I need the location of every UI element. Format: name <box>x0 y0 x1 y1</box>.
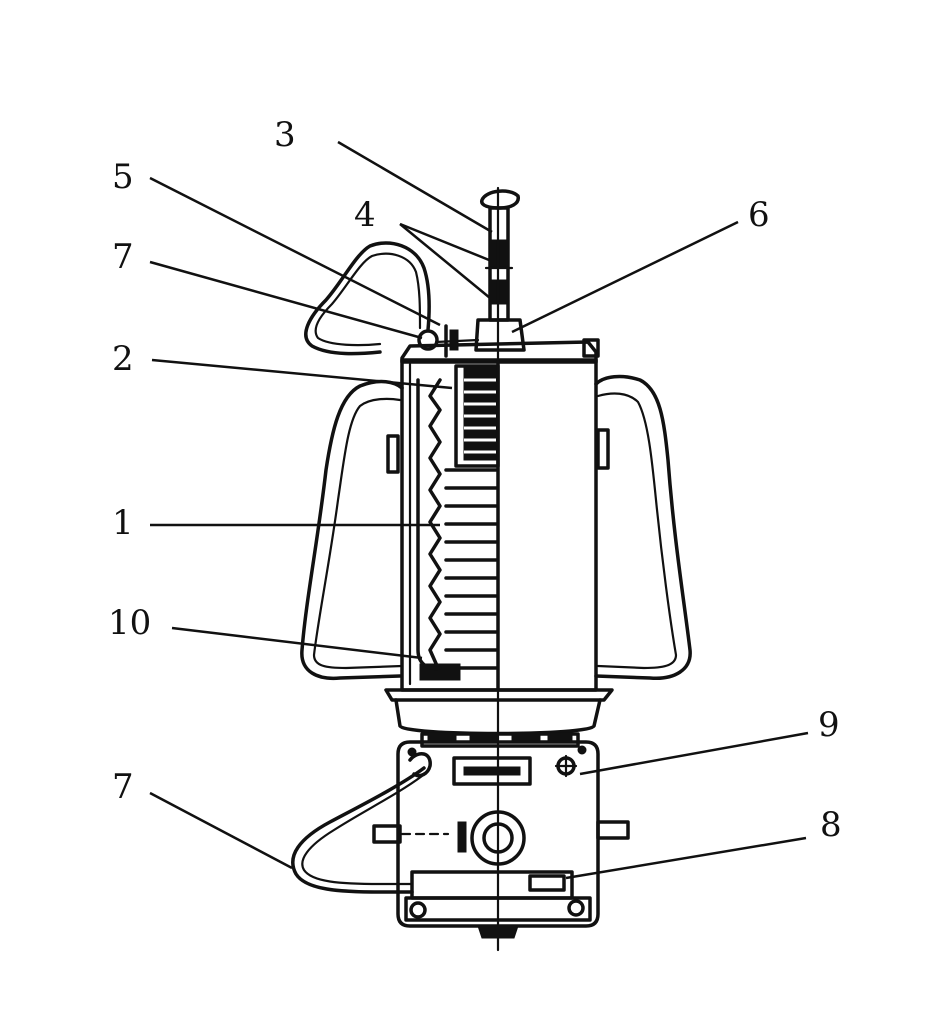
bellows <box>416 378 498 681</box>
left-strap-inner <box>312 397 404 670</box>
left-strap <box>300 379 404 681</box>
label-7-bottom: 7 <box>112 767 134 807</box>
leader-10 <box>171 626 423 660</box>
round-gauge <box>470 810 526 866</box>
control-box-top-rail <box>420 732 580 748</box>
label-4: 4 <box>354 195 376 235</box>
left-strap-buckle <box>386 434 400 474</box>
pump-assembly <box>474 189 526 352</box>
leader-5 <box>149 176 441 327</box>
pump-handle-knob <box>480 189 520 210</box>
lower-hose <box>291 766 426 894</box>
bottom-screw-right <box>567 899 585 917</box>
leader-3 <box>337 140 493 234</box>
leader-4a <box>399 222 495 264</box>
label-2: 2 <box>112 339 134 379</box>
bottom-nozzle <box>477 925 519 939</box>
top-rail-slots <box>427 735 573 743</box>
label-9: 9 <box>818 705 840 745</box>
inner-tube-10 <box>416 378 442 671</box>
gauge-bracket <box>457 821 467 853</box>
inner-cylinder <box>454 364 500 468</box>
valve-fitting <box>449 329 459 351</box>
label-10: 10 <box>108 603 152 643</box>
round-gauge-inner <box>482 822 514 854</box>
right-strap <box>594 374 692 680</box>
lid-right-knob <box>582 338 600 358</box>
display-slot <box>463 766 521 776</box>
bellows-left-profile <box>428 378 442 670</box>
display-window <box>452 756 532 786</box>
control-box-body <box>396 740 600 928</box>
label-3: 3 <box>274 115 296 155</box>
spring-gaps <box>464 378 496 454</box>
leader-7-top <box>149 260 423 340</box>
leader-2 <box>151 358 453 390</box>
top-hose <box>304 241 431 356</box>
bellows-folds <box>444 468 498 670</box>
label-5: 5 <box>112 157 134 197</box>
corner-screw-tr <box>577 745 587 755</box>
label-7-top: 7 <box>112 237 134 277</box>
control-box-hook <box>408 752 432 778</box>
base-tray <box>384 688 614 702</box>
right-strap-inner <box>596 392 678 670</box>
right-strap-buckle <box>596 428 610 470</box>
leader-8 <box>565 836 807 880</box>
side-pin-right <box>596 820 630 840</box>
leader-lines <box>149 140 809 880</box>
control-box <box>372 732 630 939</box>
lower-hose-inner <box>301 774 424 886</box>
valve <box>417 324 480 358</box>
label-1: 1 <box>112 503 134 543</box>
top-hose-inner <box>314 252 422 347</box>
valve-ball <box>417 329 439 351</box>
label-6: 6 <box>748 195 770 235</box>
side-pin-left <box>372 824 402 844</box>
leader-6 <box>511 220 739 334</box>
label-8: 8 <box>820 805 842 845</box>
leader-4b <box>399 223 491 299</box>
leader-9 <box>579 731 809 776</box>
spring-coil <box>463 367 497 461</box>
bottom-screw-left <box>409 901 427 919</box>
leader-7-bottom <box>149 791 293 870</box>
battery-cell <box>528 874 566 892</box>
bottom-plate <box>404 896 592 922</box>
